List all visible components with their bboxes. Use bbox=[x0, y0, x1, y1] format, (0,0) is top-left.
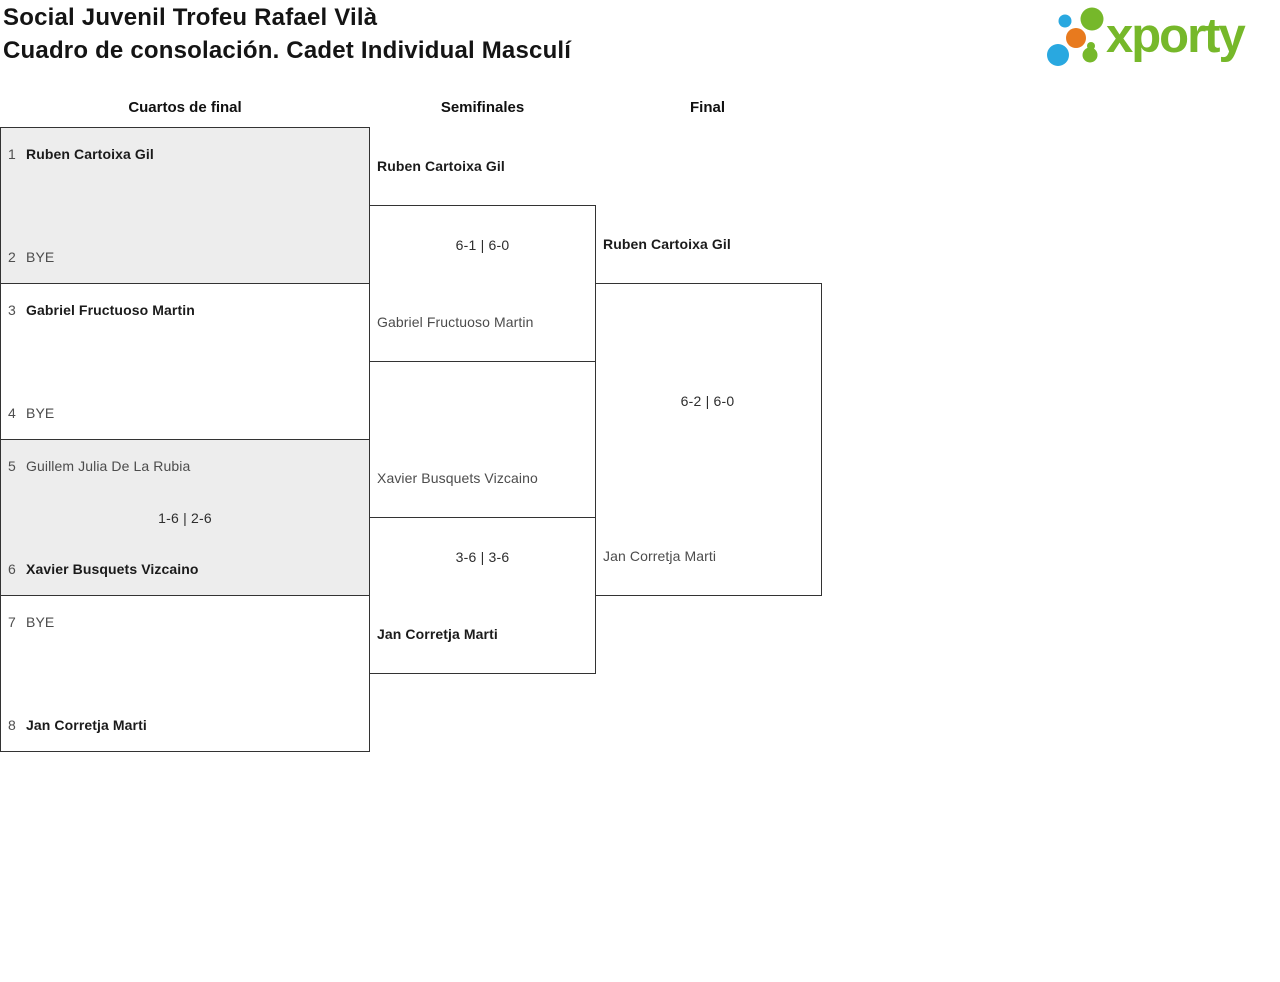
tournament-title-line1: Social Juvenil Trofeu Rafael Vilà bbox=[3, 4, 378, 31]
player-name: Jan Corretja Marti bbox=[603, 548, 717, 564]
match-score: 1-6 | 2-6 bbox=[158, 510, 212, 526]
player-name: Jan Corretja Marti bbox=[377, 626, 498, 642]
seed-label: 8 bbox=[8, 717, 16, 733]
logo-dot-orange bbox=[1066, 28, 1086, 48]
seed-label: 3 bbox=[8, 302, 16, 318]
round-header-quarterfinals: Cuartos de final bbox=[128, 99, 242, 116]
round-header-semifinals: Semifinales bbox=[440, 99, 525, 116]
seed-label: 2 bbox=[8, 249, 16, 265]
logo-dot-green-large bbox=[1080, 7, 1104, 31]
match-box-qf-2 bbox=[0, 283, 370, 440]
player-name: Xavier Busquets Vizcaino bbox=[377, 470, 538, 486]
seed-label: 7 bbox=[8, 614, 16, 630]
player-name: Ruben Cartoixa Gil bbox=[26, 146, 154, 162]
match-box-final bbox=[595, 283, 822, 596]
seed-label: 4 bbox=[8, 405, 16, 421]
match-box-sf-2 bbox=[369, 517, 596, 674]
player-name: BYE bbox=[26, 405, 55, 421]
player-name: Ruben Cartoixa Gil bbox=[377, 158, 505, 174]
player-name: Xavier Busquets Vizcaino bbox=[26, 561, 199, 577]
seed-label: 6 bbox=[8, 561, 16, 577]
player-name: BYE bbox=[26, 249, 55, 265]
match-score: 3-6 | 3-6 bbox=[455, 549, 510, 565]
tournament-title-line2: Cuadro de consolación. Cadet Individual … bbox=[3, 37, 572, 64]
match-score: 6-2 | 6-0 bbox=[680, 393, 735, 409]
player-name: BYE bbox=[26, 614, 55, 630]
player-name: Jan Corretja Marti bbox=[26, 717, 147, 733]
match-box-qf-4 bbox=[0, 595, 370, 752]
logo-dot-blue-medium bbox=[1047, 44, 1069, 66]
logo-dot-green-small bbox=[1082, 47, 1098, 63]
player-name: Gabriel Fructuoso Martin bbox=[26, 302, 195, 318]
match-box-sf-1 bbox=[369, 205, 596, 362]
match-score: 6-1 | 6-0 bbox=[455, 237, 510, 253]
seed-label: 5 bbox=[8, 458, 16, 474]
player-name: Gabriel Fructuoso Martin bbox=[377, 314, 534, 330]
xporty-logo-icon: xporty bbox=[1047, 7, 1248, 66]
tournament-title: Social Juvenil Trofeu Rafael Vilà Cuadro… bbox=[3, 1, 571, 67]
player-name: Ruben Cartoixa Gil bbox=[603, 236, 731, 252]
player-name: Guillem Julia De La Rubia bbox=[26, 458, 191, 474]
xporty-logo-text: xporty bbox=[1106, 9, 1246, 63]
seed-label: 1 bbox=[8, 146, 16, 162]
round-header-final: Final bbox=[689, 99, 725, 116]
logo-dot-blue-small bbox=[1058, 14, 1072, 28]
